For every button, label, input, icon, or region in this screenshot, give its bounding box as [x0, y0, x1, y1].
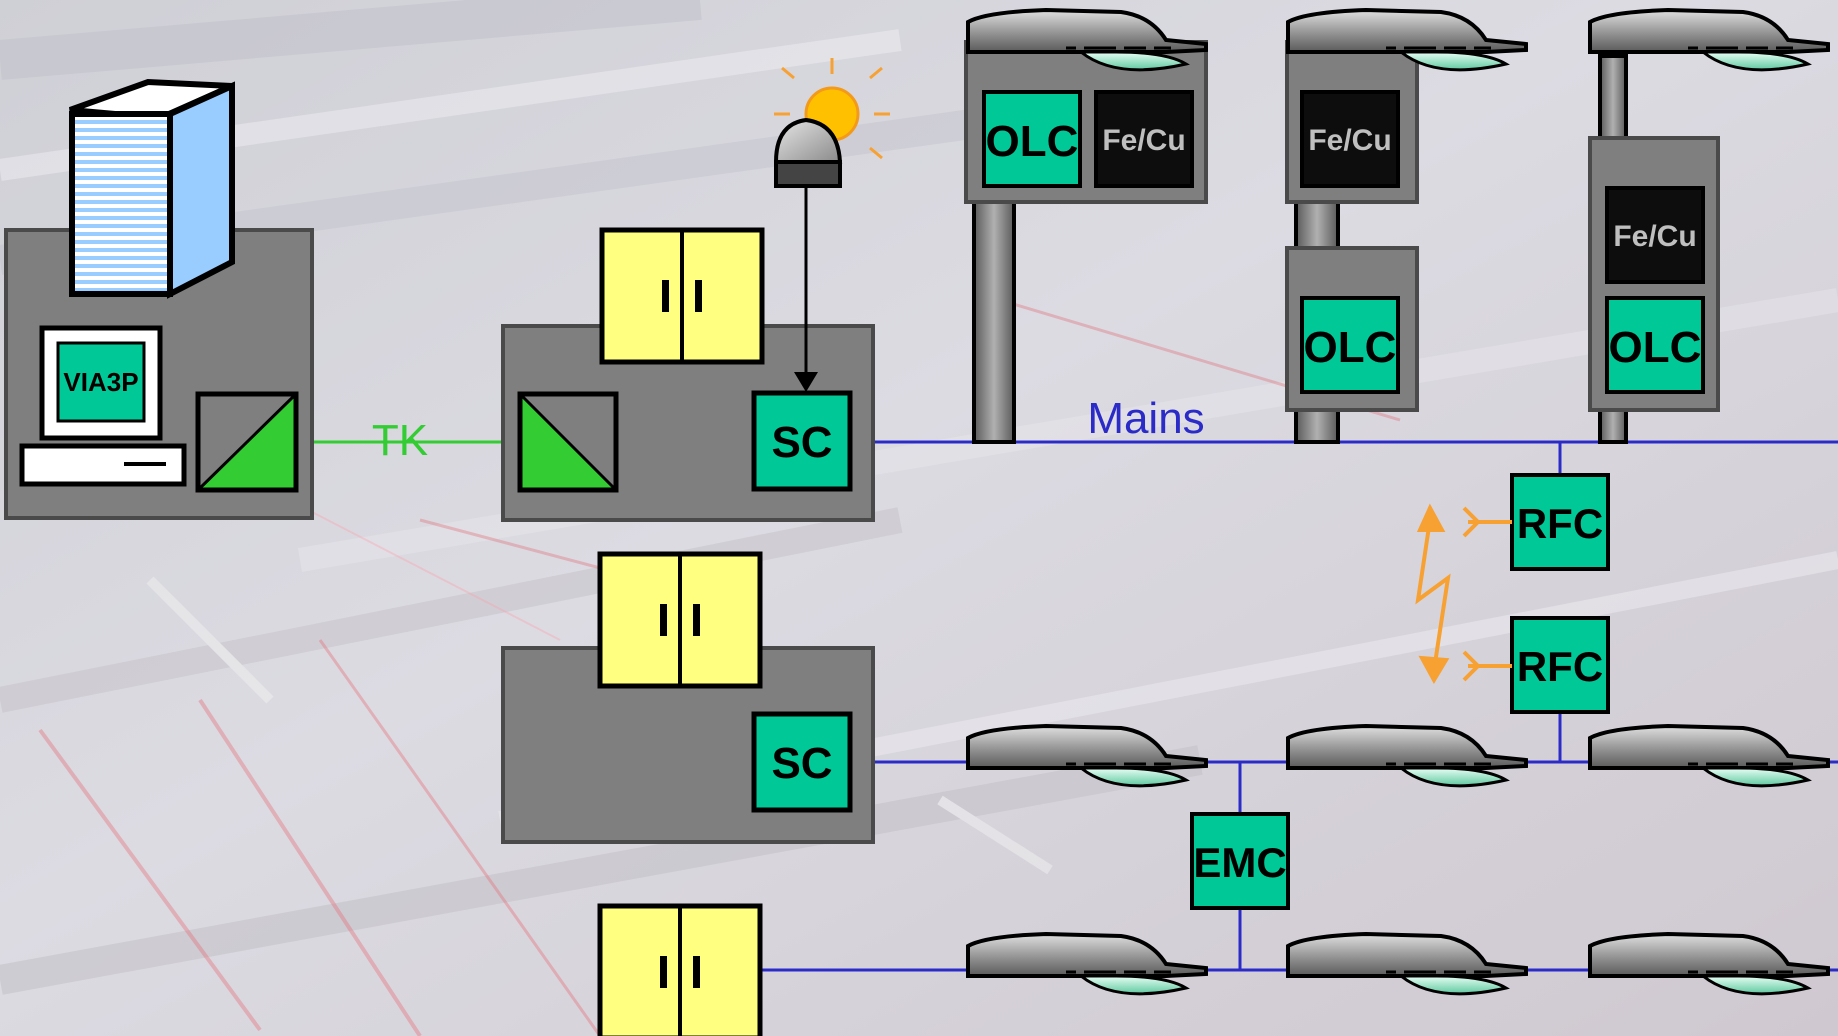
rfc-box-1: [1510, 473, 1610, 571]
via3p-label: VIA3P: [63, 367, 138, 397]
switch-cabinet-icon: [600, 554, 760, 686]
olc-label-3: OLC: [1609, 323, 1702, 372]
switch-cabinet-icon: [600, 906, 760, 1036]
tk-label: TK: [372, 416, 428, 465]
media-converter-icon: [195, 391, 299, 493]
rfc-label-1: RFC: [1517, 500, 1603, 547]
server-tower-icon: [68, 78, 235, 299]
fecu-label-1: Fe/Cu: [1102, 124, 1185, 157]
radio-link-icon: [1415, 503, 1512, 685]
sc-label-2: SC: [771, 739, 832, 788]
street-lamp-pole-2: [1285, 8, 1528, 444]
mains-label: Mains: [1087, 394, 1204, 443]
street-lamp-pole-3: [1588, 8, 1830, 444]
olc-label-1: OLC: [986, 117, 1079, 166]
sc-box-1: [751, 390, 853, 492]
emc-box: [1190, 812, 1290, 910]
media-converter-icon: [517, 391, 619, 493]
emc-label: EMC: [1193, 839, 1286, 886]
sensor-to-sc-link: [794, 186, 818, 392]
fecu-label-3: Fe/Cu: [1613, 220, 1696, 253]
street-lamp-pole-1: [964, 8, 1208, 444]
computer-workstation-icon: [19, 325, 187, 487]
sc-box-2: [751, 711, 853, 813]
sc-label-1: SC: [771, 418, 832, 467]
light-sensor-icon: [773, 117, 843, 188]
switch-cabinet-icon: [602, 230, 762, 362]
rfc-label-2: RFC: [1517, 643, 1603, 690]
fecu-label-2: Fe/Cu: [1308, 124, 1391, 157]
olc-label-2: OLC: [1304, 323, 1397, 372]
